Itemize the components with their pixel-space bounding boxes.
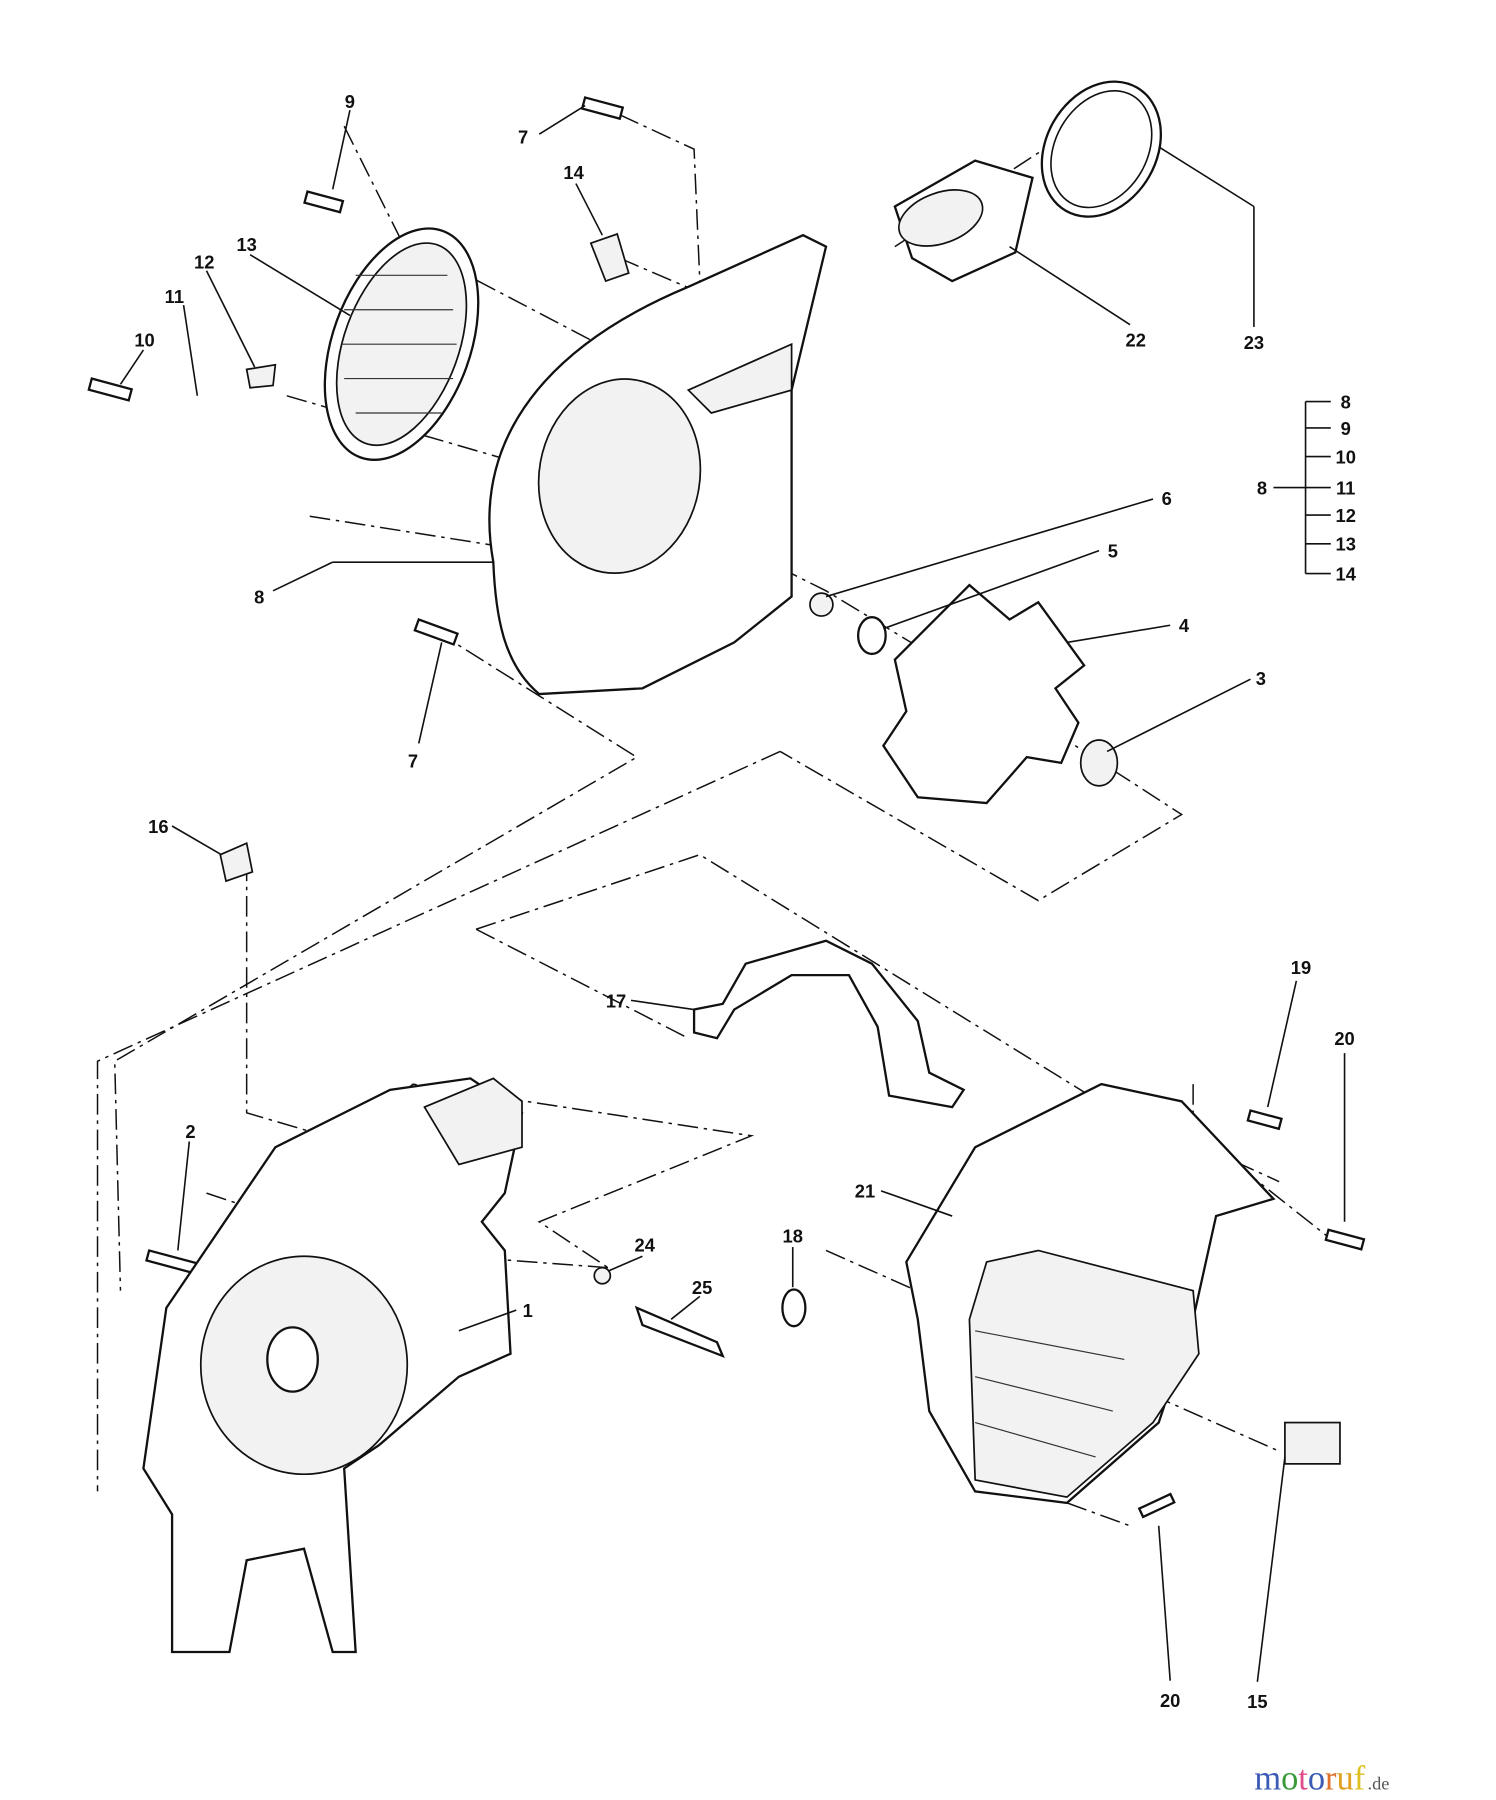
callout-9: 9: [345, 91, 355, 112]
assembly-key-item: 10: [1336, 446, 1356, 467]
callout-4: 4: [1179, 615, 1190, 636]
watermark-text: motoruf: [1254, 1760, 1365, 1798]
callout-15: 15: [1247, 1691, 1267, 1712]
grille-part-13: [323, 227, 480, 461]
decal-part-15: [1284, 1421, 1341, 1465]
callout-22: 22: [1126, 329, 1146, 350]
callout-16: 16: [148, 816, 168, 837]
leader-lines: [119, 104, 1346, 1682]
callout-25: 25: [692, 1277, 712, 1298]
callout-7: 7: [518, 126, 528, 147]
assembly-key-item: 14: [1336, 563, 1357, 584]
callout-20: 20: [1334, 1028, 1354, 1049]
callout-12: 12: [194, 251, 214, 272]
callout-21: 21: [855, 1181, 875, 1202]
blower-housing-part-8: [488, 233, 828, 696]
callout-19: 19: [1291, 957, 1311, 978]
callout-11: 11: [165, 286, 184, 307]
callout-24: 24: [635, 1235, 656, 1256]
outlet-elbow-part-22: [893, 159, 1034, 283]
hose-clamp-part-23: [1040, 80, 1162, 218]
assembly-key-item: 13: [1336, 534, 1356, 555]
callout-7b: 7: [408, 750, 418, 771]
callout-8: 8: [254, 586, 264, 607]
main-housing-part-1: [142, 1077, 524, 1654]
watermark-logo: motoruf .de: [1254, 1760, 1389, 1798]
washer-part-5: [856, 616, 887, 656]
callout-1: 1: [523, 1300, 533, 1321]
callout-3: 3: [1256, 668, 1266, 689]
callout-10: 10: [134, 329, 154, 350]
assembly-key-item: 12: [1336, 505, 1356, 526]
nut-part-24: [593, 1266, 612, 1285]
impeller-part-4: [881, 583, 1086, 805]
air-filter-cover-part-21: [905, 1082, 1276, 1505]
screws: [87, 96, 1366, 1519]
part-14: [589, 232, 630, 283]
nut-part-3: [1079, 739, 1119, 787]
callout-14: 14: [563, 162, 584, 183]
watermark-suffix: .de: [1368, 1774, 1390, 1794]
grommet-part-18: [781, 1288, 807, 1328]
callout-20b: 20: [1160, 1690, 1180, 1711]
assembly-key-item: 11: [1336, 477, 1355, 498]
switch-part-16: [219, 841, 254, 883]
callout-18: 18: [783, 1225, 803, 1246]
assembly-key: 8 8 9 10 11 12 13 14: [1257, 391, 1357, 584]
callout-2: 2: [185, 1121, 195, 1142]
assembly-key-item: 8: [1341, 391, 1351, 412]
callout-23: 23: [1244, 332, 1264, 353]
callout-13: 13: [236, 234, 256, 255]
callout-17: 17: [606, 990, 626, 1011]
callout-labels: 9 7 14 13 12 11 10 22 23 6 5 8 4 7 3 16 …: [134, 91, 1354, 1712]
assembly-key-item: 9: [1341, 418, 1351, 439]
handle-bracket-part-17: [692, 939, 966, 1109]
callout-5: 5: [1108, 541, 1118, 562]
spacer-part-6: [809, 592, 834, 617]
clip-part-12: [245, 363, 277, 389]
pin-part-25: [634, 1305, 725, 1359]
callout-6: 6: [1162, 488, 1172, 509]
assembly-key-parent: 8: [1257, 477, 1267, 498]
